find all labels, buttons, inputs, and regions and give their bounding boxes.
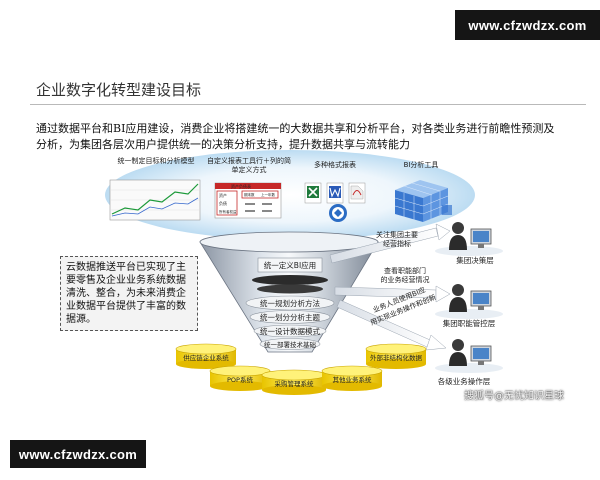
tool-label-multi-format: 多种格式报表 — [314, 161, 356, 169]
report-mock-row-1: 资产 — [219, 192, 227, 198]
source-external: 外部非结构化数据 — [365, 343, 427, 369]
user-label-decision: 集团决策层 — [456, 255, 494, 265]
source-label-procurement: 采购管理系统 — [275, 379, 315, 388]
source-label-pop: POP系统 — [227, 375, 253, 384]
user-label-management: 集团职能管控层 — [443, 318, 496, 328]
funnel-layer-4-label: 统一部署技术基础 — [264, 340, 317, 349]
source-credit: 搜狐号@无忧知识星球 — [464, 391, 564, 402]
source-procurement: 采购管理系统 — [261, 369, 327, 395]
source-label-external: 外部非结构化数据 — [370, 353, 423, 362]
funnel-layer-1: 统一规划分析方法 — [245, 295, 335, 311]
funnel-layer-3-label: 统一设计数据模式 — [260, 326, 320, 336]
funnel-layer-1-label: 统一规划分析方法 — [260, 298, 320, 308]
report-mock-col-2: 上一年数 — [261, 192, 275, 197]
funnel-top-label: 统一定义BI应用 — [264, 260, 316, 270]
user-decision-layer: 集团决策层 — [435, 222, 503, 265]
source-label-other: 其他业务系统 — [333, 375, 373, 384]
funnel-dark-layer-2 — [257, 284, 323, 294]
source-label-supply-chain: 供应链企业系统 — [183, 353, 229, 362]
arrow-label-2a: 查看职能部门 — [384, 266, 426, 275]
arrow-to-management: 查看职能部门 的业务经营情况 — [334, 266, 451, 303]
source-pop: POP系统 — [209, 365, 271, 391]
arrow-label-2b: 的业务经营情况 — [381, 275, 430, 284]
watermark-top: www.cfzwdzx.com — [455, 10, 600, 40]
report-mock-header: 资产负债表 — [231, 183, 251, 189]
title-divider — [30, 104, 586, 105]
arrow-label-1a: 关注集团主要 — [376, 230, 418, 239]
user-label-operations: 各级业务操作层 — [438, 376, 491, 386]
tool-label-target-model: 统一制定目标和分析模型 — [117, 157, 195, 165]
source-other: 其他业务系统 — [321, 365, 383, 391]
custom-report-icon: 资产负债表 资产 负债 所有者权益 期末数 上一年数 — [214, 182, 282, 219]
report-mock-row-2: 负债 — [219, 200, 227, 206]
page-title: 企业数字化转型建设目标 — [36, 81, 202, 99]
funnel-layer-3: 统一设计数据模式 — [253, 324, 327, 338]
funnel-dark-layer-1 — [252, 275, 328, 285]
tool-label-custom-report: 自定义报表工具行＋列的简单定义方式 — [207, 157, 291, 174]
data-source-callout: 云数据推送平台已实现了主要零售及企业业务系统数据清洗、整合，为未来消费企业数据平… — [60, 256, 198, 331]
report-mock-col-1: 期末数 — [244, 192, 255, 197]
funnel-layer-2: 统一划分分析主题 — [249, 310, 331, 324]
arrow-label-1b: 经营指标 — [383, 239, 411, 248]
funnel-layer-2-label: 统一划分分析主题 — [260, 312, 320, 322]
tool-label-bi-tool: BI分析工具 — [403, 161, 439, 169]
watermark-bottom: www.cfzwdzx.com — [10, 440, 146, 468]
arrow-to-decision: 关注集团主要 经营指标 — [329, 223, 451, 264]
report-mock-row-3: 所有者权益 — [219, 209, 237, 214]
funnel-top-band — [257, 257, 323, 273]
multi-format-report-icons — [304, 182, 366, 222]
bi-cube-icon — [394, 180, 452, 222]
intro-paragraph: 通过数据平台和BI应用建设，消费企业将搭建统一的大数据共享和分析平台，对各类业务… — [36, 122, 555, 151]
target-model-chart-icon — [109, 179, 201, 221]
funnel-rim — [199, 231, 379, 253]
user-management-layer: 集团职能管控层 — [435, 284, 503, 328]
source-supply-chain: 供应链企业系统 — [175, 343, 237, 369]
funnel-layer-4: 统一部署技术基础 — [259, 338, 321, 350]
user-operations-layer: 各级业务操作层 — [435, 339, 503, 386]
